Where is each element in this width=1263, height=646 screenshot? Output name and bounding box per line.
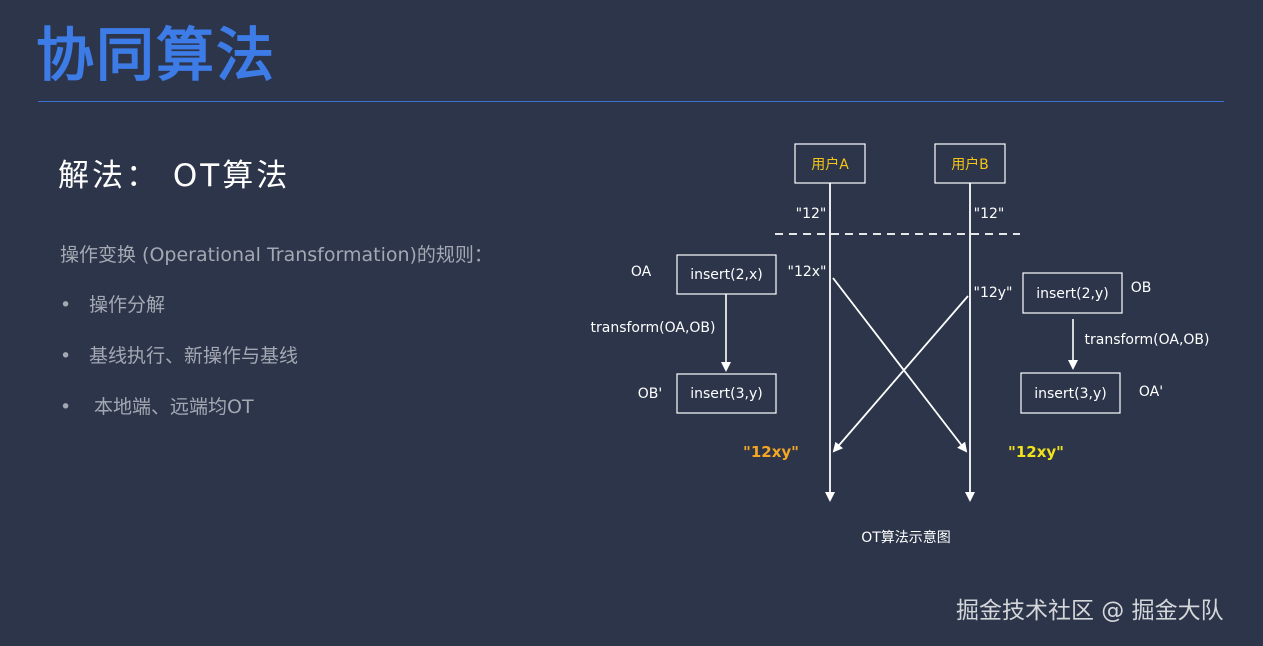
transform-label-right: transform(OA,OB): [1085, 332, 1210, 348]
op-a-transformed-box: [676, 373, 777, 414]
rules-intro: 操作变换 (Operational Transformation)的规则：: [60, 244, 493, 266]
op-b-transformed: insert(3,y): [1034, 386, 1106, 402]
state-b-after: "12y": [974, 285, 1013, 301]
initial-state-b: "12": [974, 206, 1005, 222]
op-b-insert: insert(2,y): [1036, 286, 1108, 302]
cross-arrow-a-to-b: [832, 277, 968, 453]
bullet-text: 操作分解: [89, 294, 166, 316]
op-b-box: [1022, 272, 1123, 314]
bullet-dot: •: [60, 345, 72, 367]
slide-subtitle: 解法： OT算法: [58, 158, 291, 194]
bullet-dot: •: [60, 396, 72, 418]
transform-label-left: transform(OA,OB): [591, 320, 716, 336]
label-oa: OA: [631, 264, 652, 280]
bullet-text: 基线执行、新操作与基线: [89, 345, 299, 367]
user-b-label: 用户B: [951, 156, 989, 173]
cross-arrow-b-to-a: [832, 295, 969, 453]
label-ob-prime: OB': [638, 386, 662, 402]
page-title: 协同算法: [36, 21, 277, 89]
op-a-transformed: insert(3,y): [690, 386, 762, 402]
diagram-caption: OT算法示意图: [861, 529, 951, 546]
label-ob: OB: [1131, 280, 1152, 296]
op-b-transformed-box: [1020, 372, 1121, 414]
state-a-after: "12x": [788, 264, 827, 280]
result-b: "12xy": [1008, 443, 1064, 461]
initial-state-a: "12": [796, 206, 827, 222]
op-a-insert: insert(2,x): [690, 267, 762, 283]
bullet-dot: •: [60, 294, 72, 316]
user-a-label: 用户A: [811, 156, 849, 173]
title-divider: [38, 101, 1224, 102]
bullet-text: 本地端、远端均OT: [94, 396, 254, 418]
watermark: 掘金技术社区 @ 掘金大队: [956, 598, 1224, 624]
label-oa-prime: OA': [1139, 384, 1163, 400]
result-a: "12xy": [743, 443, 799, 461]
